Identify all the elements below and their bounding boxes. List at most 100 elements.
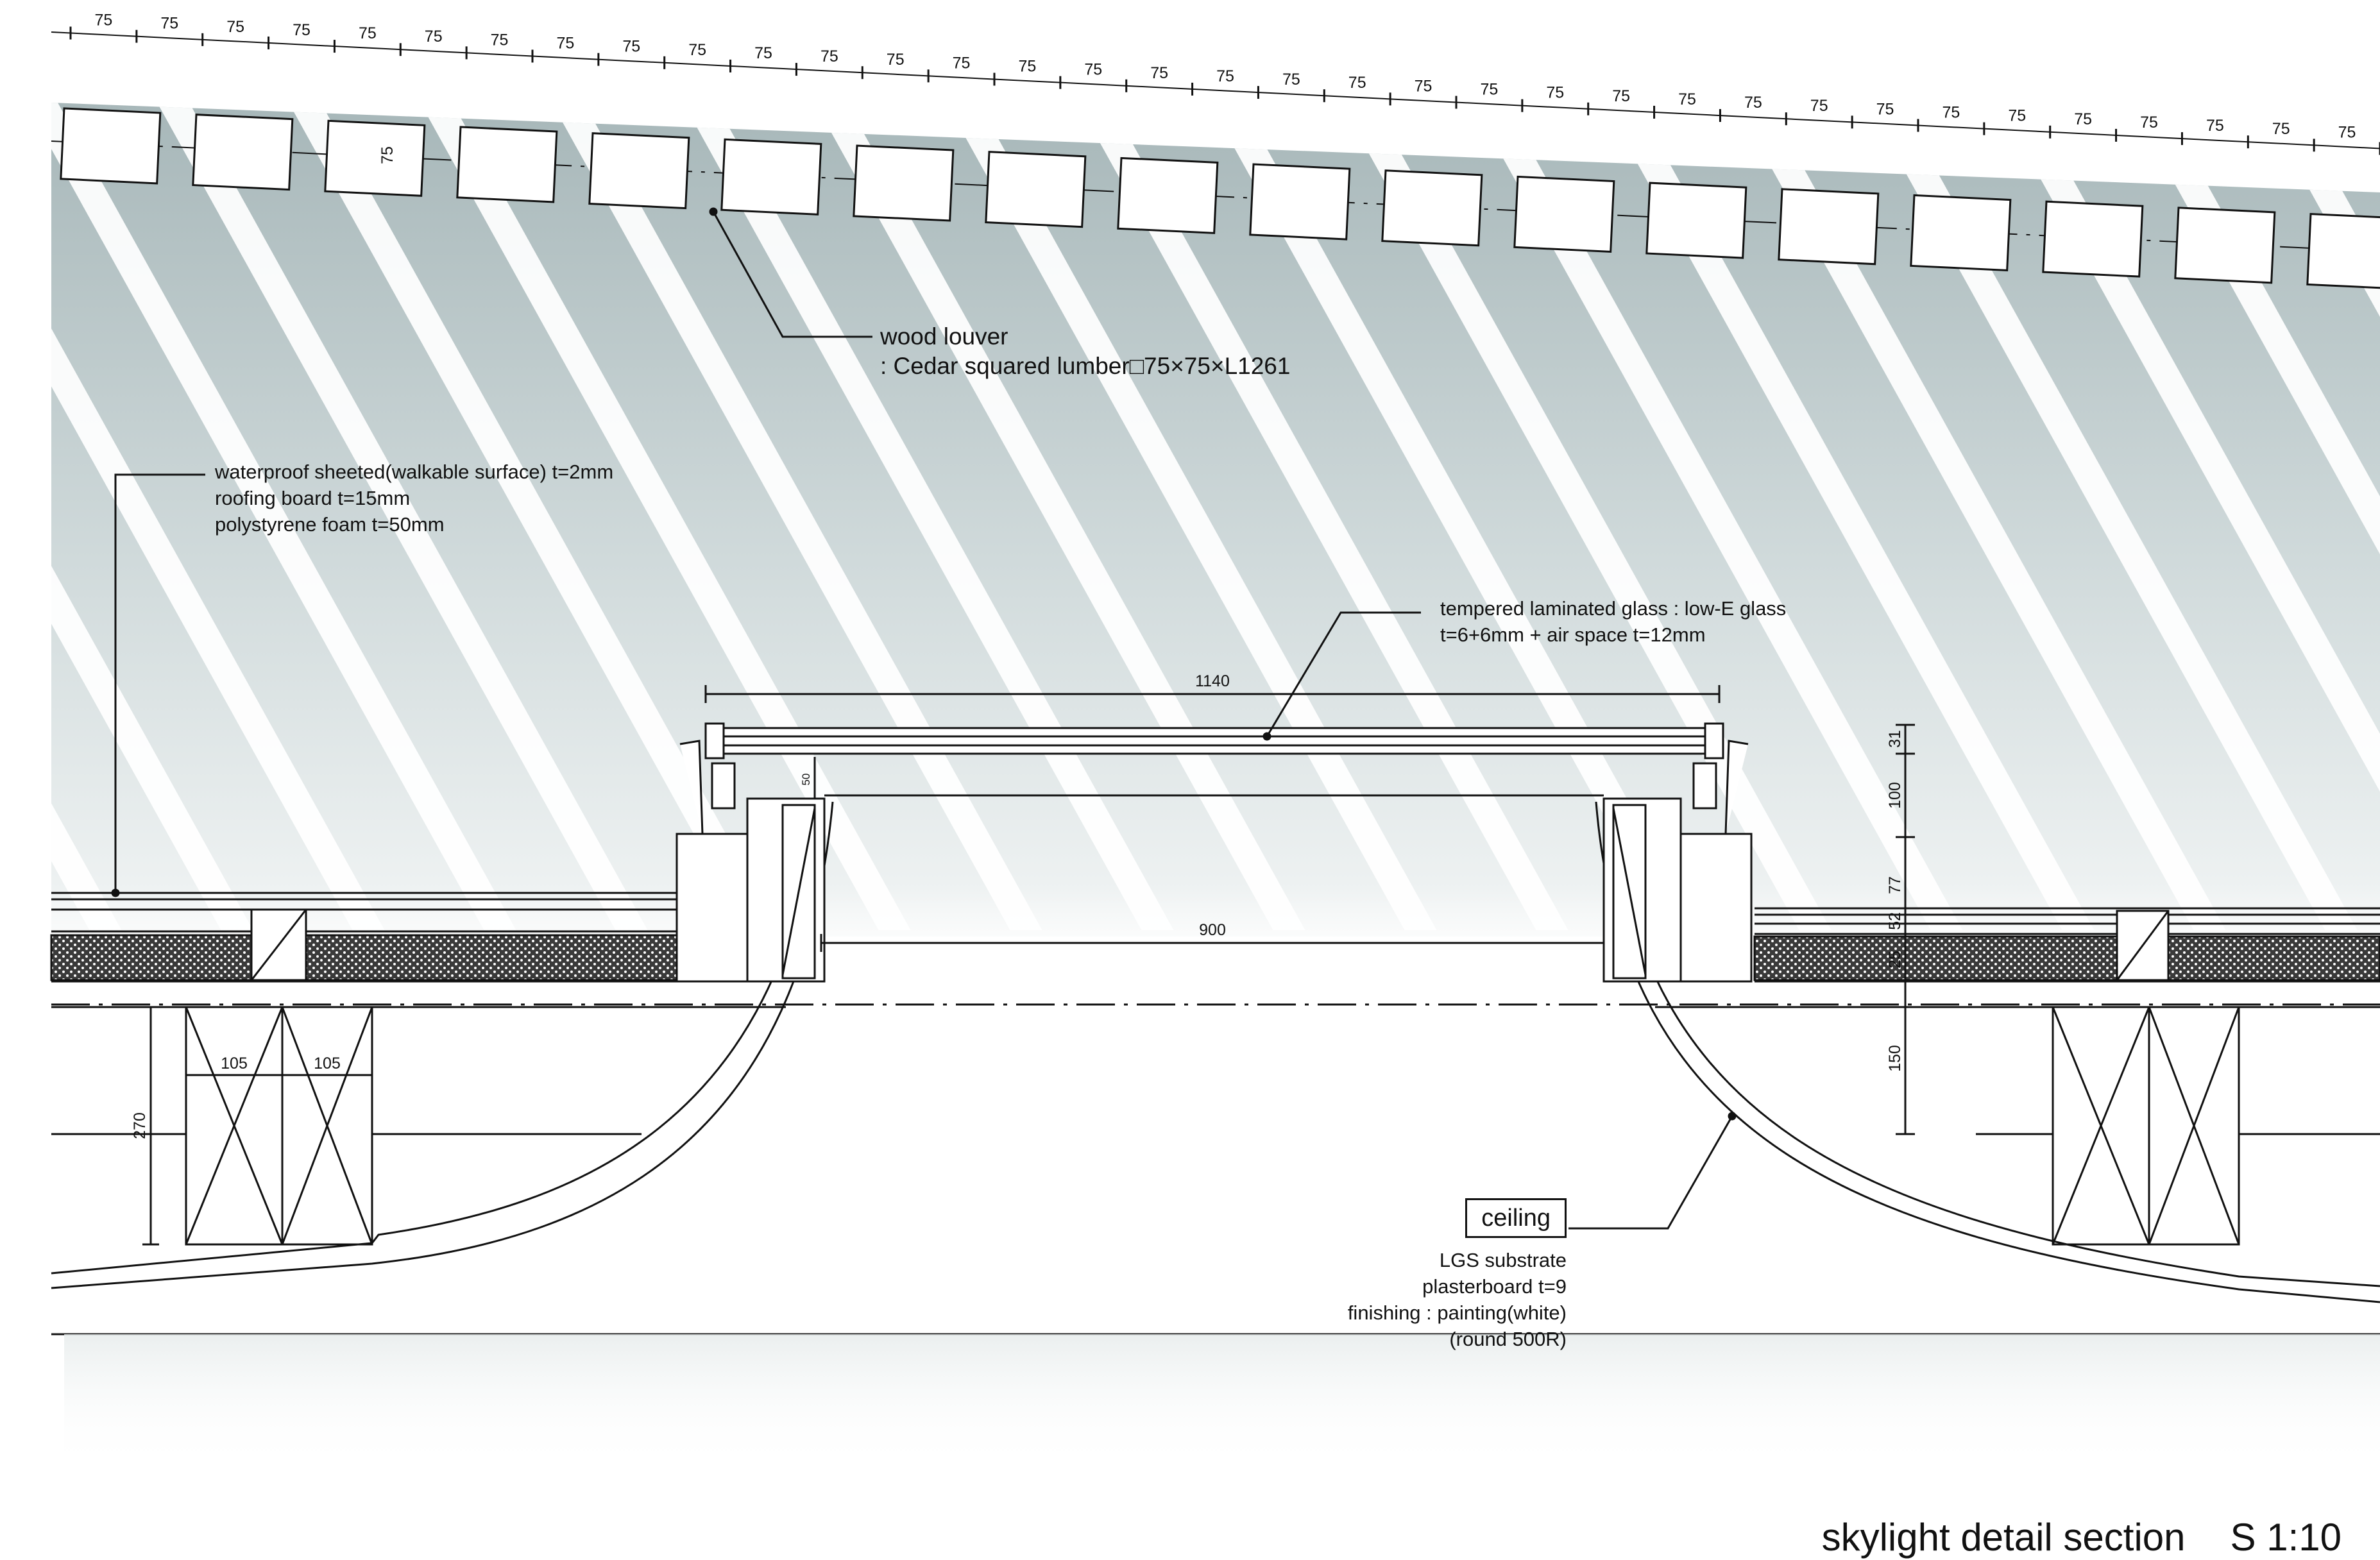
light-band [2130, 103, 2380, 930]
ceiling-line-1: LGS substrate [1439, 1249, 1567, 1271]
wood-louvers: 75 [51, 107, 2380, 291]
right-stack-value: 25 [1886, 951, 1904, 969]
louver-dim-value: 75 [2206, 117, 2224, 135]
louver-timber [1249, 163, 1351, 241]
louver-dim-value: 75 [1744, 94, 1762, 112]
louver-timber [588, 132, 690, 210]
louver-timber [1117, 157, 1219, 234]
louver-dim-value: 75 [293, 21, 310, 39]
roof-right [1753, 907, 2380, 983]
skylight-curb-right [1602, 740, 1753, 983]
glass-leader [1262, 611, 1421, 741]
louver-dim-value: 75 [425, 28, 443, 46]
light-band [1604, 103, 2098, 930]
right-stack-value: 31 [1886, 730, 1904, 748]
beam-right [2052, 1006, 2240, 1246]
louver-spec: : Cedar squared lumber□75×75×L1261 [880, 353, 1291, 379]
light-band [51, 103, 388, 930]
louver-timber [1513, 175, 1615, 253]
dim-opening-width: 900 [1199, 921, 1226, 939]
light-band [1998, 103, 2380, 930]
louver-dim-value: 75 [1282, 71, 1300, 89]
louver-dim-value: 75 [1150, 64, 1168, 82]
glass-label: tempered laminated glass : low-E glass t… [1440, 595, 1786, 648]
roof-line-3: polystyrene foam t=50mm [215, 513, 445, 536]
light-band [1735, 103, 2229, 930]
louver-title: wood louver [880, 323, 1008, 350]
louver-dim-value: 75 [2008, 107, 2026, 125]
louver-dim-value: 75 [1216, 67, 1234, 85]
light-band [1472, 103, 1966, 930]
louver-timber [2042, 200, 2144, 278]
louver-timber [324, 119, 426, 197]
louver-dim-value: 75 [1415, 77, 1432, 95]
louver-dim-value: 75 [1348, 74, 1366, 92]
beam-left [185, 1006, 373, 1246]
louver-timber [853, 144, 955, 222]
louver-timber [1381, 169, 1483, 247]
lower-fade [64, 1334, 2380, 1469]
glass-unit [704, 722, 1724, 797]
ceiling-title: ceiling [1465, 1198, 1567, 1238]
louver-dim-value: 75 [2272, 120, 2290, 138]
louver-dim-value: 75 [2140, 114, 2158, 131]
dimension-lines [142, 685, 1915, 1246]
ceiling-label: ceiling LGS substrate plasterboard t=9 f… [1348, 1198, 1567, 1352]
dim-frame-offset: 50 [800, 774, 812, 786]
louver-dim-value: 75 [359, 24, 377, 42]
dim-beam-right: 105 [314, 1055, 341, 1072]
louver-leader [709, 207, 872, 338]
roof-line-1: waterproof sheeted(walkable surface) t=2… [215, 461, 614, 483]
louver-dim-value: 75 [1612, 87, 1630, 105]
light-band [289, 103, 783, 930]
louver-timber [2174, 207, 2276, 284]
dim-beam-depth: 270 [131, 1112, 149, 1139]
drawing-footer: skylight detail section S 1:10 [1822, 1515, 2342, 1560]
louver-dim-value: 75 [1810, 97, 1828, 115]
light-band [157, 103, 651, 930]
light-band [1867, 103, 2361, 930]
louver-dim-value: 75 [820, 47, 838, 65]
louver-dim-value: 75 [1019, 58, 1037, 76]
louver-dim-value: 75 [1546, 84, 1564, 102]
roof-line-2: roofing board t=15mm [215, 487, 411, 509]
louver-label: wood louver : Cedar squared lumber□75×75… [880, 322, 1290, 381]
louver-dim-value: 75 [1942, 104, 1960, 122]
louver-depth-value: 75 [378, 146, 396, 164]
louver-dim-value: 75 [1678, 90, 1696, 108]
ceiling-leader [1568, 1112, 1737, 1230]
skylight-curb-left [676, 740, 826, 983]
drawing-scale: S 1:10 [2230, 1516, 2342, 1559]
right-stack-value: 150 [1886, 1045, 1904, 1072]
louver-dim-value: 75 [754, 44, 772, 62]
louver-dim-value: 75 [622, 38, 640, 56]
louver-dim-value: 75 [95, 12, 113, 30]
louver-dim-value: 75 [1876, 100, 1894, 118]
drawing-title: skylight detail section [1821, 1516, 2186, 1559]
louver-timber [60, 107, 162, 185]
light-band [51, 103, 257, 930]
louver-dim-value: 75 [887, 51, 905, 69]
louver-timber [456, 126, 558, 203]
glass-line-2: t=6+6mm + air space t=12mm [1440, 623, 1706, 646]
louver-timber [985, 151, 1087, 228]
right-stack-value: 77 [1886, 876, 1904, 894]
louver-dimension-chain: 75 75 75 75 75 75 75 75 75 75 75 75 75 75 75 75 75 75 75 75… [51, 12, 2380, 155]
glass-line-1: tempered laminated glass : low-E glass [1440, 597, 1787, 620]
roof-label: waterproof sheeted(walkable surface) t=2… [215, 459, 613, 538]
louver-timber [192, 114, 294, 191]
dim-beam-left: 105 [221, 1055, 248, 1072]
louver-dim-value: 75 [557, 35, 575, 53]
louver-dim-value: 75 [2338, 123, 2356, 141]
louver-dim-value: 75 [1481, 81, 1499, 99]
light-band [51, 103, 520, 930]
structure [51, 1003, 2380, 1335]
right-stack-value: 100 [1886, 782, 1904, 809]
louver-dim-value: 75 [2074, 110, 2092, 128]
louver-timber [1910, 194, 2012, 272]
louver-dim-value: 75 [953, 54, 971, 72]
ceiling-line-2: plasterboard t=9 [1422, 1275, 1567, 1298]
dim-glass-width: 1140 [1195, 672, 1230, 690]
